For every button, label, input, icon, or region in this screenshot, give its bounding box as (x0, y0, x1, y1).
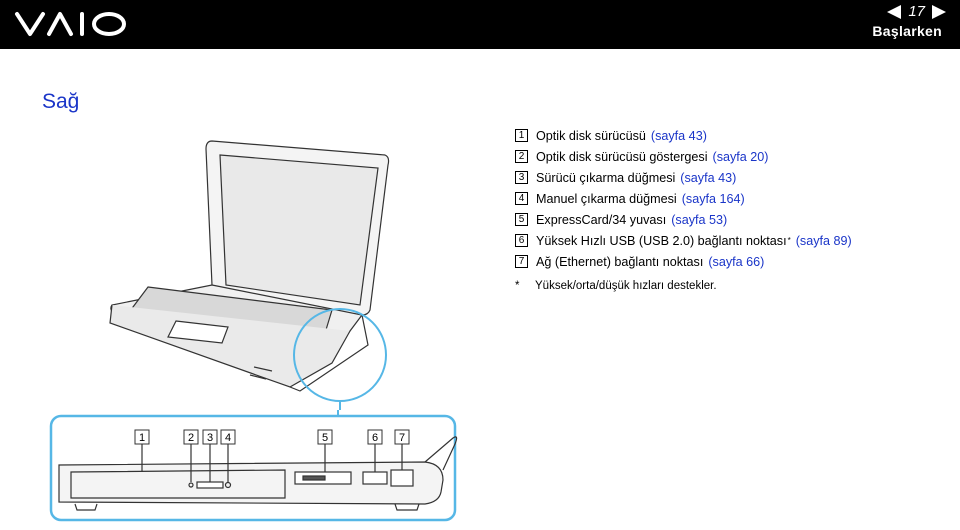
item-text: Sürücü çıkarma düğmesi (536, 170, 676, 185)
callout-7: 7 (394, 429, 410, 445)
side-detail-illustration: 1 2 3 4 5 6 7 (45, 410, 460, 530)
list-item: 7 Ağ (Ethernet) bağlantı noktası (sayfa 66… (515, 251, 852, 272)
callout-2: 2 (183, 429, 199, 445)
list-item: 3 Sürücü çıkarma düğmesi (sayfa 43) (515, 167, 852, 188)
callout-number: 6 (515, 234, 528, 247)
callout-3: 3 (202, 429, 218, 445)
callout-number: 2 (515, 150, 528, 163)
callout-4-label: 4 (225, 432, 231, 444)
item-text: Manuel çıkarma düğmesi (536, 191, 677, 206)
callout-6-label: 6 (372, 432, 378, 444)
callout-3-label: 3 (207, 432, 213, 444)
callout-number: 3 (515, 171, 528, 184)
list-item: 4 Manuel çıkarma düğmesi (sayfa 164) (515, 188, 852, 209)
list-item: 2 Optik disk sürücüsü göstergesi (sayfa 20… (515, 146, 852, 167)
callout-4: 4 (220, 429, 236, 445)
footnote-marker: * (515, 280, 520, 292)
header-bar: 17 Başlarken (0, 0, 960, 49)
callout-number: 7 (515, 255, 528, 268)
callout-2-label: 2 (188, 432, 194, 444)
section-title: Başlarken (872, 23, 942, 39)
page-heading: Sağ (42, 90, 80, 113)
component-list: 1 Optik disk sürücüsü (sayfa 43) 2 Optik di… (515, 125, 852, 272)
page-link[interactable]: (sayfa 43) (680, 170, 737, 185)
item-text: Ağ (Ethernet) bağlantı noktası (536, 254, 704, 269)
page-link[interactable]: (sayfa 20) (712, 149, 769, 164)
page-link[interactable]: (sayfa 66) (708, 254, 765, 269)
item-text: Optik disk sürücüsü (536, 128, 646, 143)
callout-6: 6 (367, 429, 383, 445)
item-text: Optik disk sürücüsü göstergesi (536, 149, 708, 164)
item-text: Yüksek Hızlı USB (USB 2.0) bağlantı nokt… (536, 233, 787, 248)
vaio-logo (14, 8, 134, 45)
footnote-text: Yüksek/orta/düşük hızları destekler. (535, 280, 717, 292)
page-number: 17 (908, 3, 925, 20)
list-item: 5 ExpressCard/34 yuvası (sayfa 53) (515, 209, 852, 230)
previous-page-icon[interactable] (887, 4, 902, 19)
footnote: * Yüksek/orta/düşük hızları destekler. (515, 280, 717, 292)
footnote-mark: * (787, 236, 791, 245)
page-link[interactable]: (sayfa 53) (671, 212, 728, 227)
callout-5: 5 (317, 429, 333, 445)
callout-number: 5 (515, 213, 528, 226)
callout-5-label: 5 (322, 432, 328, 444)
page-navigation: 17 (887, 3, 946, 20)
item-text: ExpressCard/34 yuvası (536, 212, 667, 227)
callout-1: 1 (134, 429, 150, 445)
callout-number: 1 (515, 129, 528, 142)
callout-1-label: 1 (139, 432, 145, 444)
list-item: 6 Yüksek Hızlı USB (USB 2.0) bağlantı nok… (515, 230, 852, 251)
next-page-icon[interactable] (932, 4, 946, 19)
callout-number: 4 (515, 192, 528, 205)
page-link[interactable]: (sayfa 164) (681, 191, 745, 206)
laptop-illustration (100, 135, 390, 415)
list-item: 1 Optik disk sürücüsü (sayfa 43) (515, 125, 852, 146)
page-link[interactable]: (sayfa 43) (650, 128, 707, 143)
page-link[interactable]: (sayfa 89) (795, 233, 852, 248)
callout-7-label: 7 (399, 432, 405, 444)
